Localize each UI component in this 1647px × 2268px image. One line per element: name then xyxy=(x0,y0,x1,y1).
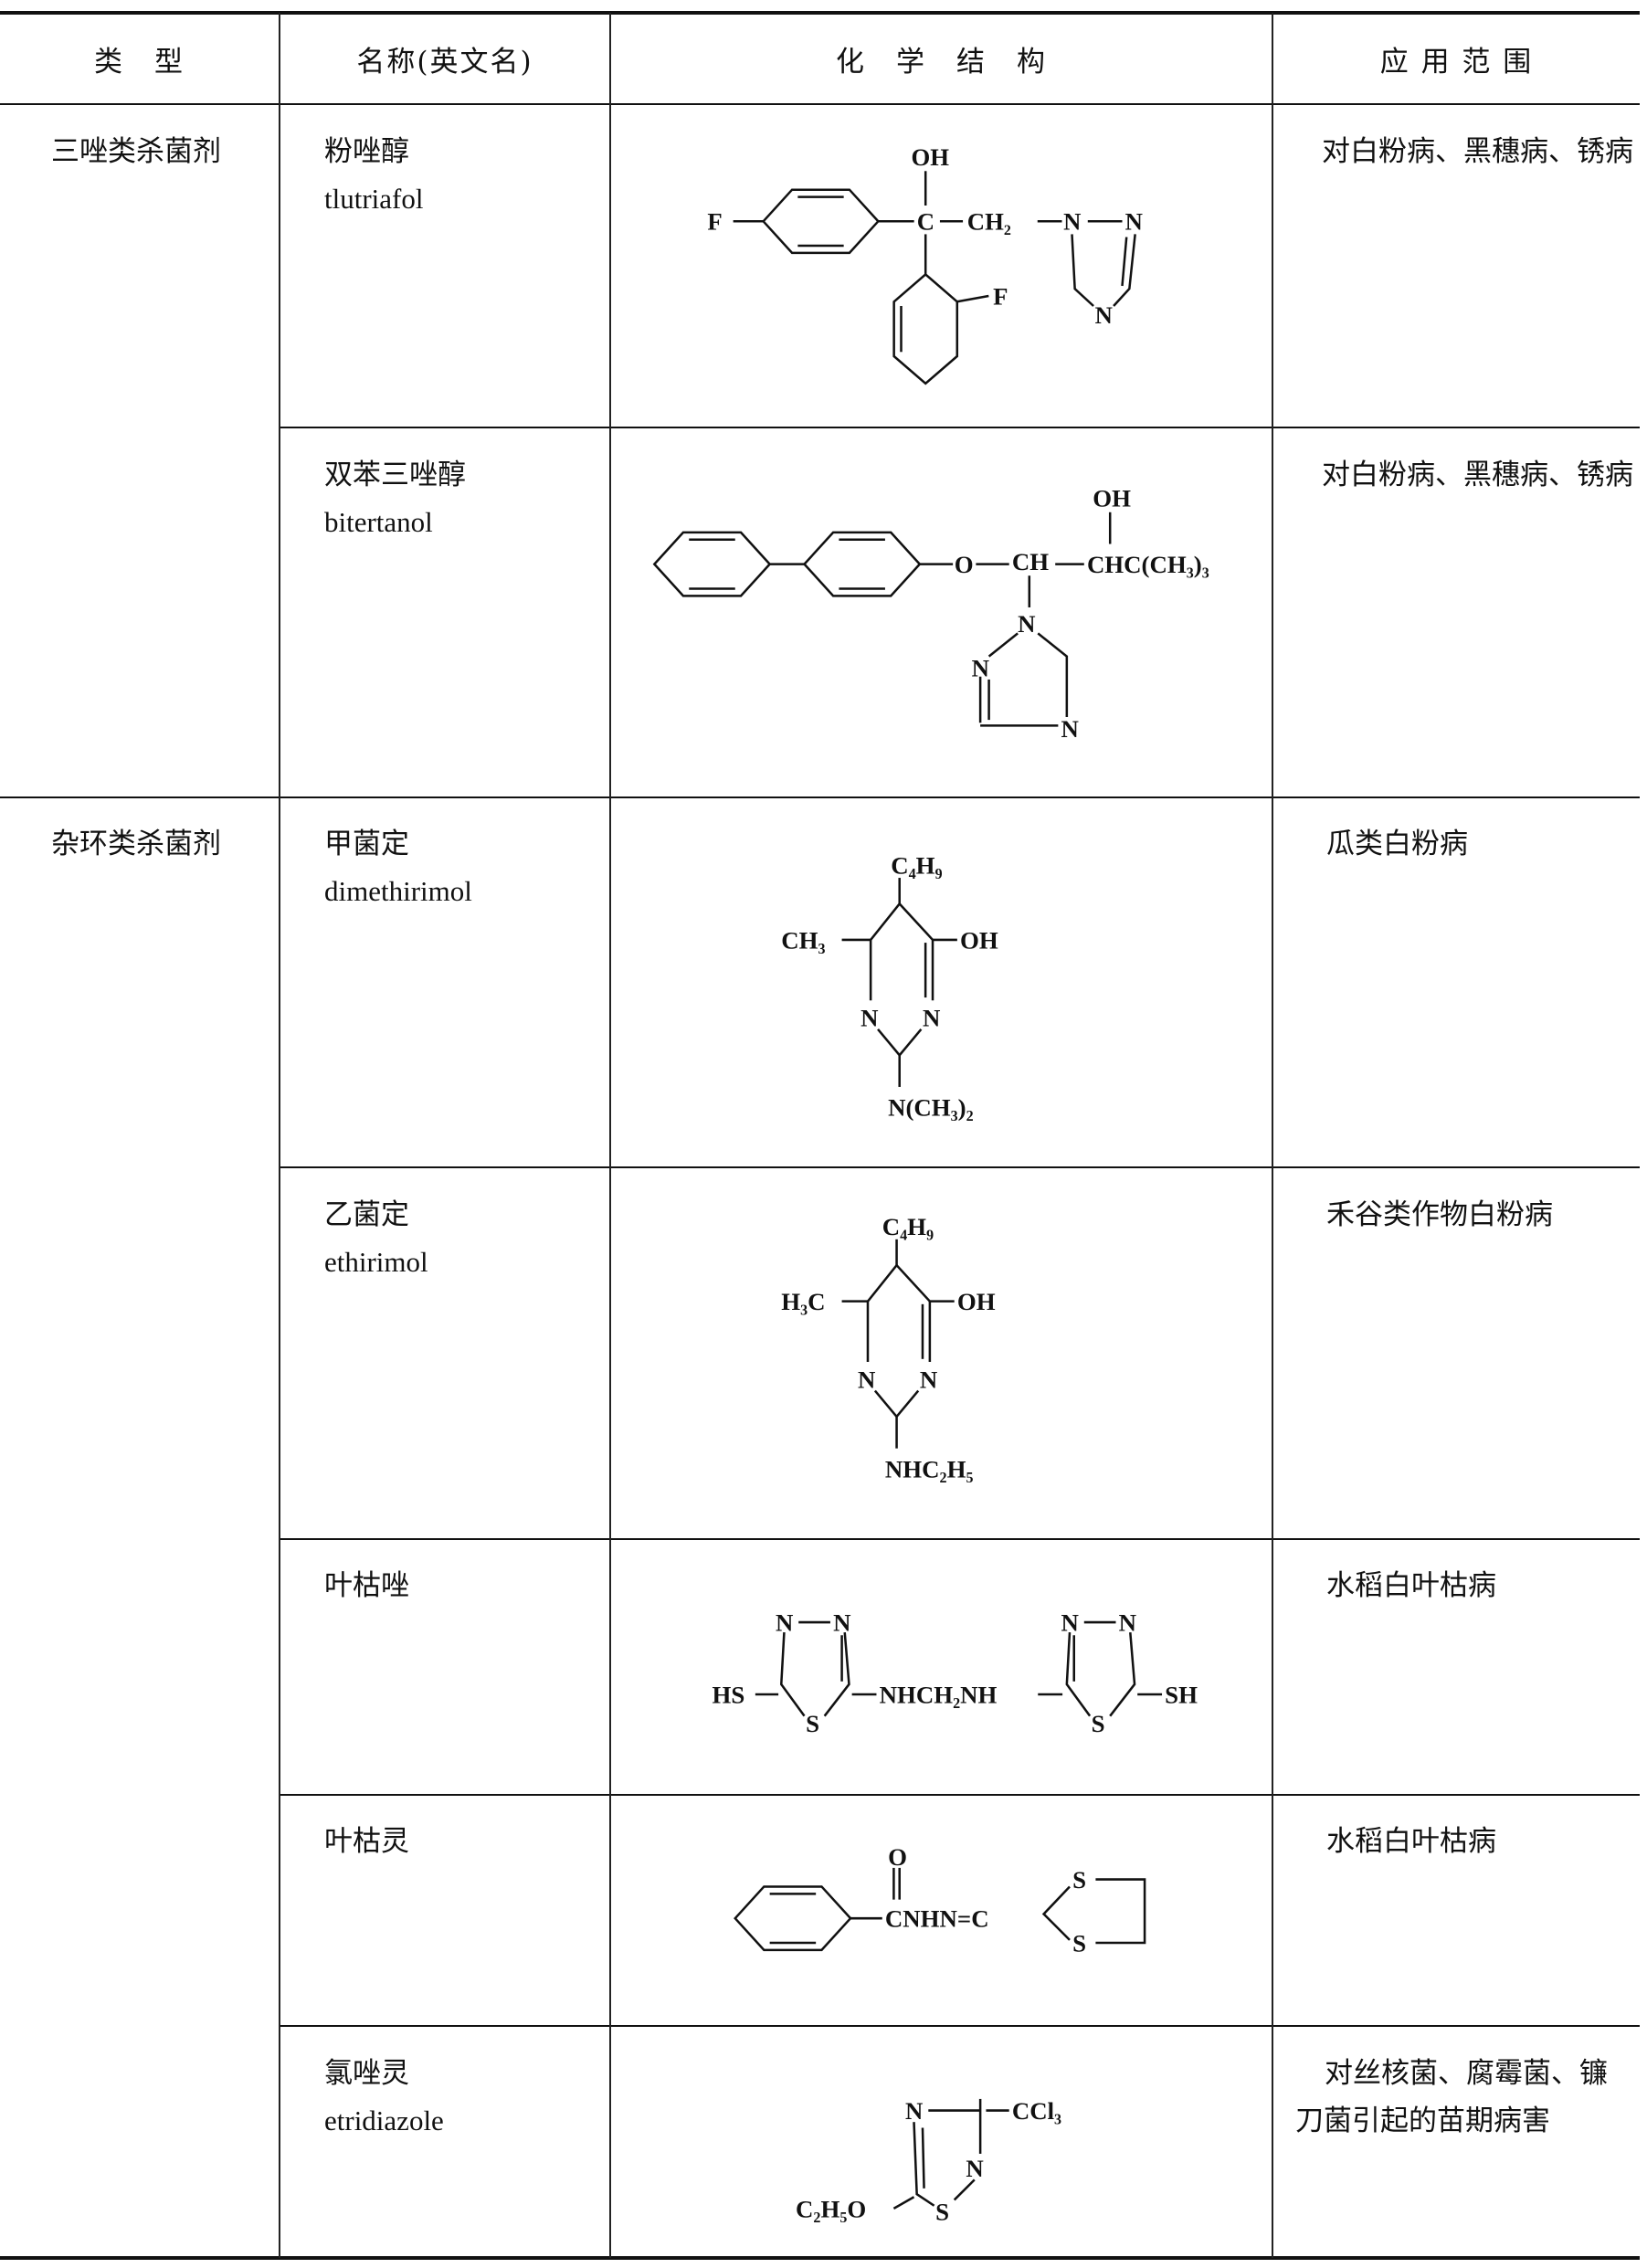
column-divider xyxy=(279,13,280,2258)
column-divider xyxy=(1272,13,1273,2258)
label-n: N xyxy=(1125,208,1143,236)
name-cell: 乙菌定 ethirimol xyxy=(324,1191,428,1286)
label-s: S xyxy=(1092,1710,1105,1737)
label-c4h9: C₄H₉ xyxy=(891,851,942,879)
label-n: N xyxy=(1063,208,1081,236)
label-n: N xyxy=(1061,715,1080,743)
name-en: tlutriafol xyxy=(324,183,424,215)
application-cell: 对白粉病、黑穗病、锈病 xyxy=(1322,135,1633,168)
group-label: 杂环类杀菌剂 xyxy=(51,828,221,860)
structure-bitertanol: O CH CHC(CH₃)₃ OH N N N xyxy=(652,484,1209,743)
row-rule xyxy=(279,1166,1640,1168)
label-n: N xyxy=(833,1609,851,1637)
label-f: F xyxy=(993,282,1008,310)
label-oh: OH xyxy=(960,926,998,954)
label-n: N xyxy=(858,1366,876,1393)
label-c: C xyxy=(917,208,934,236)
label-n: N xyxy=(1018,610,1036,638)
name-en: etridiazole xyxy=(324,2104,444,2136)
label-n: N xyxy=(860,1005,879,1032)
row-rule xyxy=(279,2025,1640,2027)
table-top-rule xyxy=(0,11,1640,15)
label-n: N xyxy=(1095,301,1113,329)
label-oh: OH xyxy=(1093,484,1131,512)
label-oh: OH xyxy=(912,143,950,171)
label-s: S xyxy=(806,1710,819,1737)
column-divider xyxy=(609,13,611,2258)
label-c4h9: C₄H₉ xyxy=(882,1213,934,1240)
label-sh: SH xyxy=(1165,1681,1198,1708)
label-n: N xyxy=(972,655,990,682)
application-cell: 瓜类白粉病 xyxy=(1326,828,1468,860)
name-cn: 叶枯灵 xyxy=(324,1825,409,1858)
label-ch2: CH₂ xyxy=(967,208,1011,236)
label-s: S xyxy=(1072,1866,1086,1894)
label-nme2: N(CH₃)₂ xyxy=(888,1094,974,1122)
structure-yekuling: O CNHN=C S S xyxy=(734,1843,1146,1957)
label-f: F xyxy=(707,208,722,236)
label-hs: HS xyxy=(713,1681,745,1708)
application-cell: 禾谷类作物白粉病 xyxy=(1326,1198,1553,1231)
structure-flutriafol: OH F C CH₂ N N N F xyxy=(707,143,1143,385)
name-cn: 叶枯唑 xyxy=(324,1569,409,1602)
label-ch3: CH₃ xyxy=(781,926,825,954)
name-cell: 叶枯唑 xyxy=(324,1562,409,1609)
label-n: N xyxy=(905,2097,924,2125)
group-label: 三唑类杀菌剂 xyxy=(51,135,221,168)
header-application: 应 用 范 围 xyxy=(1379,45,1534,79)
header-type: 类 型 xyxy=(94,45,185,79)
label-chc: CHC(CH₃)₃ xyxy=(1087,551,1209,578)
label-n: N xyxy=(923,1005,941,1032)
structure-etridiazole: N CCl₃ N S C₂H₅O xyxy=(796,2097,1061,2226)
label-n: N xyxy=(776,1609,794,1637)
name-cn: 乙菌定 xyxy=(324,1198,409,1231)
header-structure: 化 学 结 构 xyxy=(836,45,1047,79)
row-rule xyxy=(279,1794,1640,1796)
name-cell: 甲菌定 dimethirimol xyxy=(324,820,472,915)
label-oh: OH xyxy=(957,1288,996,1315)
label-s: S xyxy=(1072,1929,1086,1957)
name-cn: 双苯三唑醇 xyxy=(324,459,466,491)
row-rule xyxy=(279,1538,1640,1540)
label-nhc2h5: NHC₂H₅ xyxy=(885,1455,974,1482)
name-en: ethirimol xyxy=(324,1246,428,1278)
name-en: bitertanol xyxy=(324,506,433,538)
structure-yekuzuo: N N HS S NHCH₂NH N N S SH xyxy=(713,1609,1198,1738)
name-cell: 双苯三唑醇 bitertanol xyxy=(324,451,466,546)
application-cell: 水稻白叶枯病 xyxy=(1326,1569,1496,1602)
label-ch: CH xyxy=(1012,548,1049,575)
label-o: O xyxy=(955,551,974,578)
name-cell: 粉唑醇 tlutriafol xyxy=(324,128,423,223)
label-n: N xyxy=(1061,1609,1080,1637)
label-n: N xyxy=(920,1366,938,1393)
group-rule xyxy=(0,796,1640,798)
table-bottom-rule xyxy=(0,2256,1640,2260)
name-en: dimethirimol xyxy=(324,875,472,907)
label-n: N xyxy=(1119,1609,1137,1637)
structure-dimethirimol: C₄H₉ CH₃ OH N N N(CH₃)₂ xyxy=(781,851,998,1122)
structure-ethirimol: C₄H₉ H₃C OH N N NHC₂H₅ xyxy=(781,1213,996,1482)
label-o: O xyxy=(888,1843,907,1871)
name-cn: 甲菌定 xyxy=(324,828,409,860)
name-cn: 粉唑醇 xyxy=(324,135,409,168)
label-chain: CNHN=C xyxy=(885,1905,989,1933)
header-rule xyxy=(0,103,1640,105)
name-cn: 氯唑灵 xyxy=(324,2057,409,2090)
label-s: S xyxy=(935,2199,949,2226)
label-h3c: H₃C xyxy=(781,1288,825,1315)
row-rule xyxy=(279,427,1640,428)
label-ccl3: CCl₃ xyxy=(1012,2097,1061,2125)
label-n: N xyxy=(966,2155,984,2182)
application-cell: 水稻白叶枯病 xyxy=(1326,1825,1496,1858)
header-name: 名称(英文名) xyxy=(356,45,533,79)
name-cell: 氯唑灵 etridiazole xyxy=(324,2050,444,2145)
application-cell: 对丝核菌、腐霉菌、镰刀菌引起的苗期病害 xyxy=(1295,2057,1608,2137)
name-cell: 叶枯灵 xyxy=(324,1818,409,1865)
label-c2h5o: C₂H₅O xyxy=(796,2195,866,2222)
application-cell: 对白粉病、黑穗病、锈病 xyxy=(1322,459,1633,491)
label-bridge: NHCH₂NH xyxy=(880,1681,998,1708)
